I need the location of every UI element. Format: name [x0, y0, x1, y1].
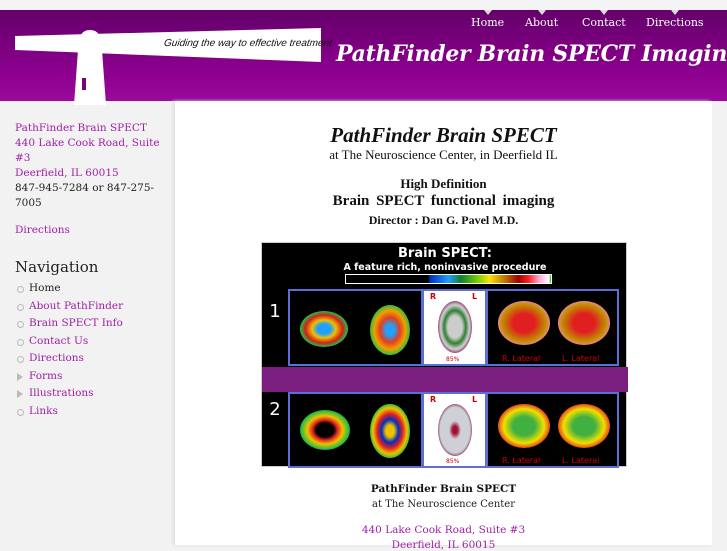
- top-nav-about[interactable]: About: [525, 10, 559, 29]
- sidebar-directions-link[interactable]: Directions: [15, 224, 70, 236]
- site-title: PathFinder Brain SPECT Imaging: [336, 41, 727, 67]
- header: Guiding the way to effective treatment H…: [0, 10, 727, 105]
- functional-imaging-heading: Brain SPECT functional imaging: [332, 193, 555, 209]
- caption-center: at The Neuroscience Center: [372, 499, 515, 510]
- top-strip: [0, 0, 727, 10]
- nav-item-forms[interactable]: Forms: [15, 368, 172, 386]
- caption-address1-link[interactable]: 440 Lake Cook Road, Suite #3: [361, 524, 526, 536]
- nav-item-about[interactable]: About PathFinder: [15, 298, 172, 316]
- l-lateral-label: L. Lateral: [562, 354, 600, 363]
- nav-item-links[interactable]: Links: [15, 403, 172, 421]
- main-content: PathFinder Brain SPECT at The Neuroscien…: [175, 101, 712, 551]
- lighthouse-icon: [74, 30, 106, 105]
- tagline: Guiding the way to effective treatment: [163, 38, 333, 49]
- caption-name: PathFinder Brain SPECT: [370, 483, 517, 495]
- page-subtitle: at The Neuroscience Center, in Deerfield…: [329, 147, 558, 162]
- caption-address2-link[interactable]: Deerfield, IL 60015: [391, 539, 496, 551]
- top-nav-directions[interactable]: Directions: [646, 10, 704, 29]
- director: Director : Dan G. Pavel M.D.: [368, 213, 519, 227]
- pct-label: 85%: [446, 356, 460, 363]
- row-2-slices: [288, 392, 423, 468]
- nav-item-illustrations[interactable]: Illustrations: [15, 385, 172, 403]
- sidebar-phone: 847-945-7284 or 847-275-7005: [15, 182, 155, 209]
- row-1-slices: [288, 289, 423, 366]
- row-2-lateral: R. Lateral L. Lateral: [486, 392, 619, 468]
- high-definition-heading: High Definition: [400, 176, 487, 191]
- r-label: R: [430, 292, 437, 301]
- image-title: Brain SPECT:: [398, 246, 492, 261]
- l-label: L: [472, 395, 478, 404]
- sidebar-address1-link[interactable]: 440 Lake Cook Road, Suite #3: [15, 137, 160, 164]
- sidebar-address2-link[interactable]: Deerfield, IL 60015: [15, 167, 119, 179]
- row-1-label: 1: [269, 301, 281, 322]
- nav-item-directions[interactable]: Directions: [15, 350, 172, 368]
- r-lateral-label: R. Lateral: [502, 354, 541, 363]
- sidebar-name-link[interactable]: PathFinder Brain SPECT: [15, 122, 147, 134]
- brain-spect-image: Brain SPECT: A feature rich, noninvasive…: [261, 242, 628, 468]
- row-divider: [262, 367, 628, 392]
- nav-list: Home About PathFinder Brain SPECT Info C…: [15, 280, 172, 420]
- top-nav-home[interactable]: Home: [471, 10, 505, 29]
- nav-title: Navigation: [15, 258, 99, 276]
- image-subtitle: A feature rich, noninvasive procedure: [343, 262, 547, 273]
- row-2-axial: R L 85%: [422, 392, 487, 468]
- page-title: PathFinder Brain SPECT: [330, 123, 557, 147]
- top-nav-contact[interactable]: Contact: [582, 10, 626, 29]
- row-1-lateral: R. Lateral L. Lateral: [486, 289, 619, 366]
- sidebar: PathFinder Brain SPECT 440 Lake Cook Roa…: [0, 101, 172, 545]
- r-label: R: [430, 395, 437, 404]
- r-lateral-label: R. Lateral: [502, 456, 541, 465]
- color-scale-bar: [345, 274, 552, 284]
- row-1-axial: R L 85%: [422, 289, 487, 366]
- nav-item-contact[interactable]: Contact Us: [15, 333, 172, 351]
- nav-item-home[interactable]: Home: [15, 280, 172, 298]
- row-2-label: 2: [269, 399, 281, 420]
- pct-label: 85%: [446, 458, 460, 465]
- nav-item-brain-spect-info[interactable]: Brain SPECT Info: [15, 315, 172, 333]
- l-label: L: [472, 292, 478, 301]
- l-lateral-label: L. Lateral: [562, 456, 600, 465]
